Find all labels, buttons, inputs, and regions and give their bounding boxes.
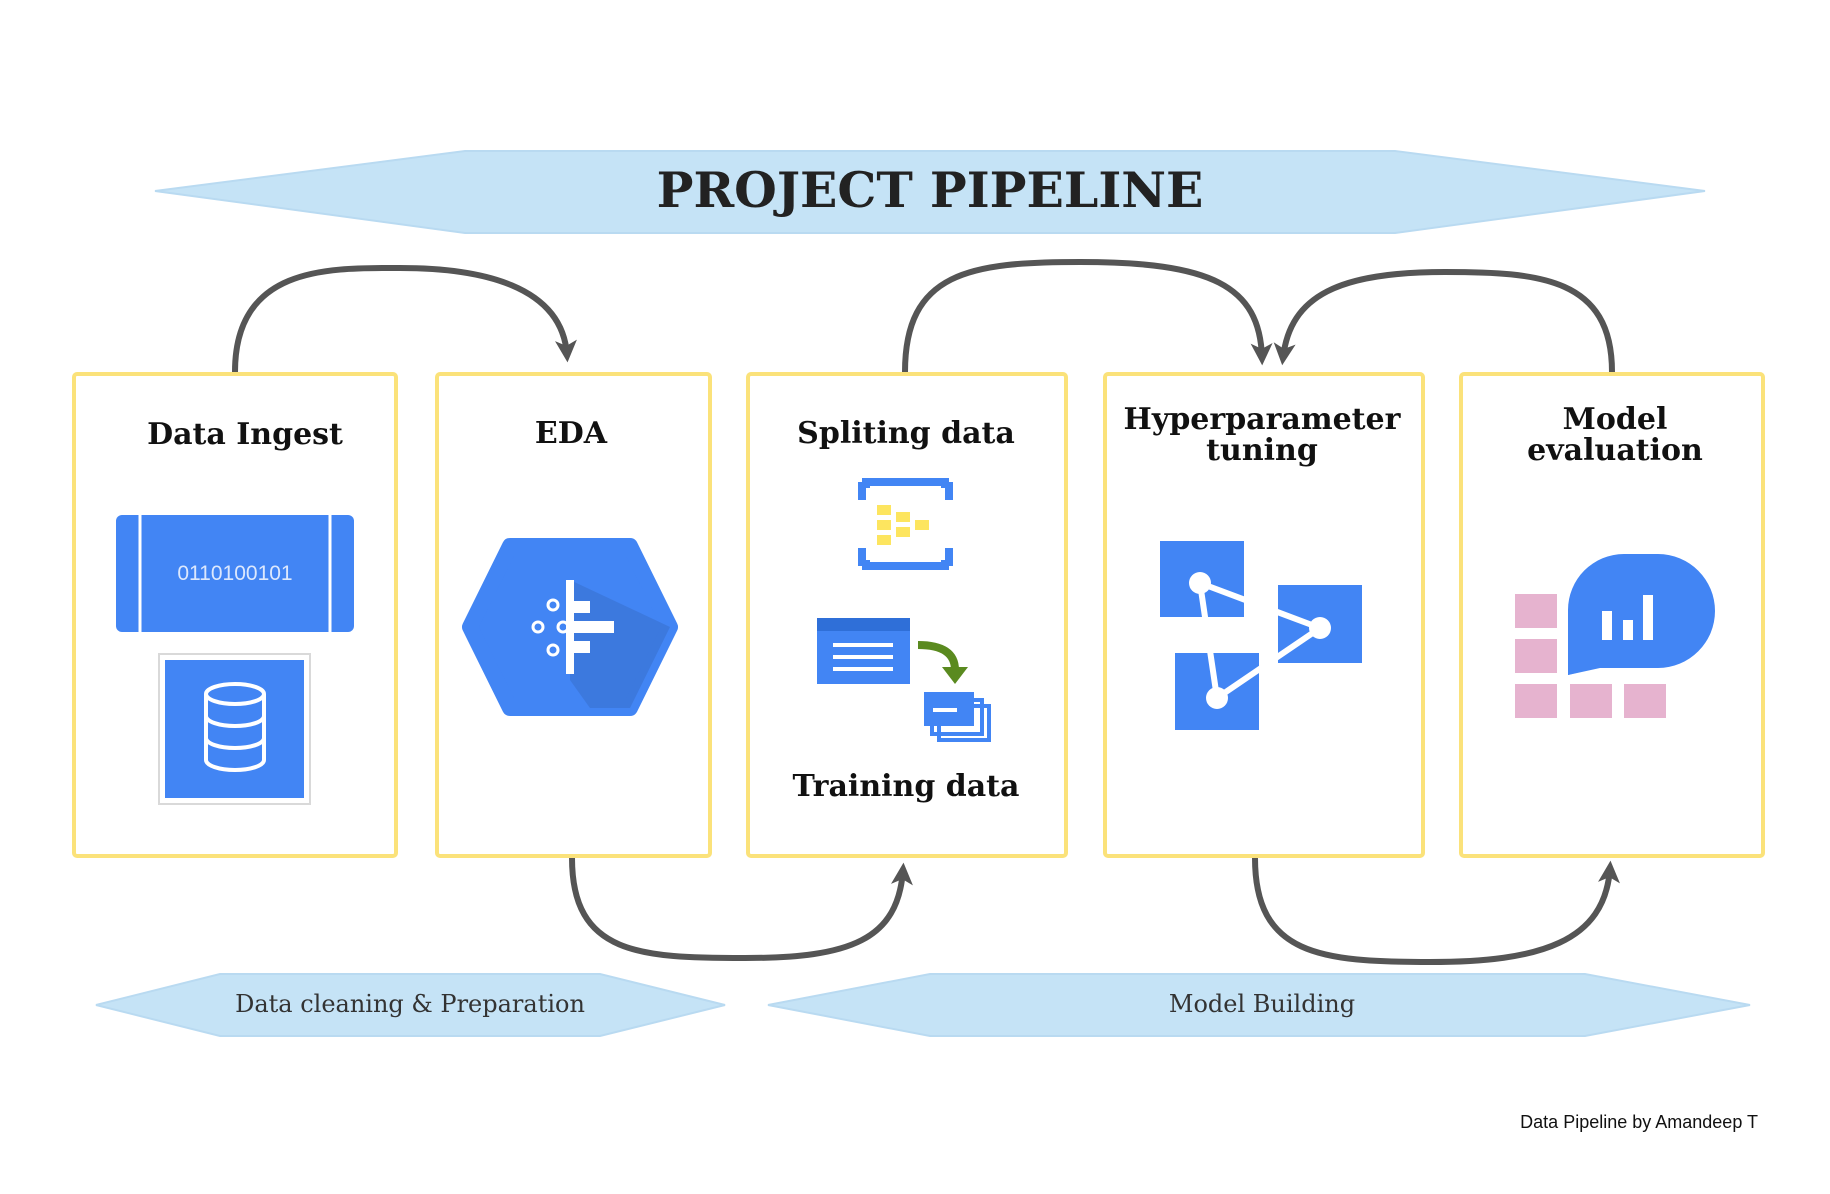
hyperparameter-network-icon <box>1160 541 1362 730</box>
stage-subtitle-training-data: Training data <box>793 769 1020 804</box>
dataprep-hexagon-icon <box>462 538 678 716</box>
phase-label-preparation: Data cleaning & Preparation <box>235 990 585 1018</box>
stage-title-evaluation-line1: Model <box>1563 402 1668 437</box>
model-evaluation-icon <box>1515 554 1715 718</box>
training-data-icon <box>817 618 991 742</box>
database-icon <box>158 653 311 805</box>
arrow-ingest-to-eda <box>232 264 577 373</box>
phase-banner-building: Model Building <box>767 973 1751 1037</box>
arrow-splitting-to-hyperparameter <box>902 258 1273 373</box>
stage-box-splitting <box>746 372 1068 858</box>
stage-title-data-ingest: Data Ingest <box>147 417 343 452</box>
stage-title-evaluation-line2: evaluation <box>1527 433 1703 468</box>
split-data-icon <box>858 478 953 570</box>
stage-title-eda: EDA <box>535 416 608 451</box>
diagram-title: PROJECT PIPELINE <box>657 161 1204 219</box>
credit-text: Data Pipeline by Amandeep T <box>1520 1112 1758 1132</box>
arrow-evaluation-to-hyperparameter <box>1273 268 1615 373</box>
title-banner: PROJECT PIPELINE <box>154 150 1706 234</box>
stage-title-hyperparameter-line2: tuning <box>1206 433 1318 468</box>
stage-box-hyperparameter <box>1103 372 1425 858</box>
stage-title-splitting: Spliting data <box>797 416 1015 451</box>
phase-label-building: Model Building <box>1169 990 1355 1018</box>
pubsub-stream-icon: 0110100101 <box>116 515 354 632</box>
flow-arrows <box>232 258 1620 966</box>
arrow-hyperparameter-to-evaluation <box>1252 857 1620 966</box>
arrow-eda-to-splitting <box>569 857 913 962</box>
binary-stream-text: 0110100101 <box>177 562 292 585</box>
phase-banner-preparation: Data cleaning & Preparation <box>95 973 726 1037</box>
stage-title-hyperparameter-line1: Hyperparameter <box>1124 402 1402 437</box>
